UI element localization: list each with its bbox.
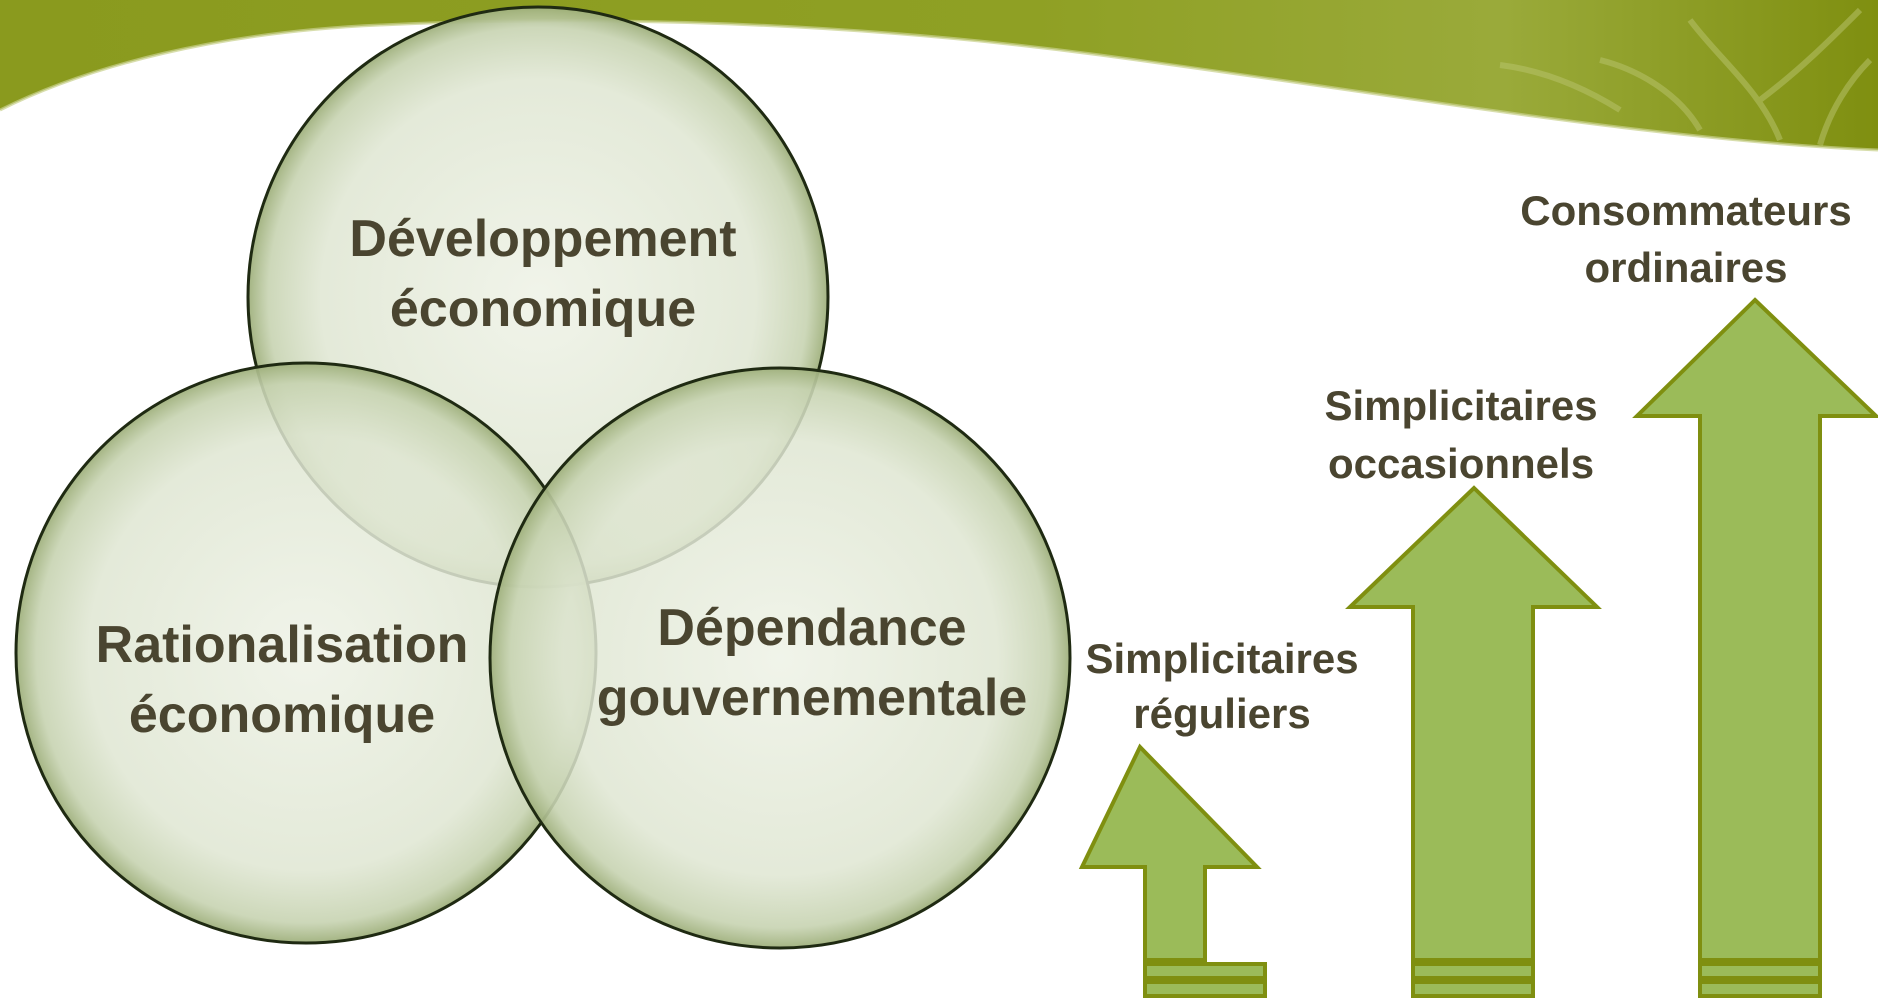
arrow-1-base-stripe-2: [1143, 980, 1267, 998]
arrow-3-base-stripe-2: [1698, 980, 1822, 998]
arrow-3-label-line2: ordinaires: [1584, 244, 1787, 291]
arrow-2-shape: [1345, 485, 1602, 962]
arrow-3-base-stripe-1: [1698, 962, 1822, 980]
arrow-2: Simplicitaires occasionnels: [1324, 382, 1602, 998]
arrow-2-base-stripe-2: [1411, 980, 1535, 998]
header-banner: [0, 0, 1878, 152]
venn-diagram: Développement économique Rationalisation…: [14, 5, 1072, 950]
arrow-1-base-stripe-1: [1143, 962, 1267, 980]
arrow-2-label-line2: occasionnels: [1328, 440, 1594, 487]
arrow-1-shape: [1078, 743, 1262, 962]
arrow-3-shape: [1632, 297, 1878, 962]
venn-left-label-line1: Rationalisation: [96, 616, 469, 674]
tree-texture: [1499, 7, 1873, 146]
arrow-1-label-line1: Simplicitaires: [1085, 635, 1358, 682]
arrow-3-label-line1: Consommateurs: [1520, 187, 1851, 234]
venn-circle-right: [488, 366, 1072, 950]
venn-top-label-line1: Développement: [349, 210, 736, 268]
arrow-1-label-line2: réguliers: [1133, 690, 1310, 737]
venn-right-label-line1: Dépendance: [657, 599, 966, 657]
arrows-group: Simplicitaires réguliers Simplicitaires …: [1078, 187, 1878, 998]
arrow-2-label-line1: Simplicitaires: [1324, 382, 1597, 429]
arrow-2-base-stripe-1: [1411, 962, 1535, 980]
arrow-1: Simplicitaires réguliers: [1078, 635, 1359, 998]
venn-right-label-line2: gouvernementale: [597, 669, 1028, 727]
venn-left-label-line2: économique: [129, 686, 435, 744]
venn-top-label-line2: économique: [390, 280, 696, 338]
arrow-3: Consommateurs ordinaires: [1520, 187, 1878, 998]
